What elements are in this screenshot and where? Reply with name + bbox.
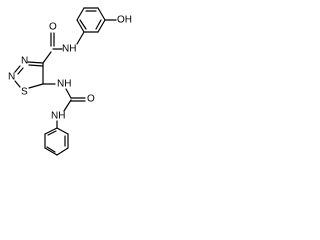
bond-urea-c-nh — [63, 99, 72, 112]
hydroxyl-label: OH — [117, 15, 132, 26]
amide-nh-label: NH — [62, 44, 76, 55]
bond — [76, 19, 85, 33]
bond — [44, 127, 58, 135]
bond — [76, 7, 85, 21]
urea-nh2-label: NH — [51, 111, 65, 122]
double-bond-inner — [79, 19, 87, 30]
phenyl-ring — [44, 127, 69, 156]
bond — [14, 65, 21, 73]
bond — [14, 80, 21, 88]
bond — [28, 83, 44, 89]
ring-n2-label: N — [8, 72, 15, 83]
ring-n3-label: N — [21, 56, 28, 67]
bond-nh-urea-c — [65, 88, 72, 99]
double-bond-inner — [95, 19, 102, 30]
bond — [28, 64, 44, 67]
bond-aryl-nh — [76, 31, 85, 45]
ring-s-label: S — [21, 87, 28, 98]
double-bond-inner — [46, 146, 56, 153]
phenol-ring — [76, 7, 106, 33]
carbonyl-o-label: O — [49, 22, 57, 33]
bond — [17, 67, 24, 75]
urea-o-label: O — [87, 94, 95, 105]
bond-carbonyl-ring — [42, 51, 52, 64]
urea-nh1-label: NH — [57, 79, 71, 90]
bond — [44, 147, 58, 156]
bond — [97, 19, 106, 33]
bond — [27, 61, 44, 64]
bond — [56, 127, 69, 135]
thiadiazole-ring — [14, 61, 44, 89]
double-bond-inner — [47, 130, 57, 136]
bond — [56, 147, 69, 156]
bond — [97, 7, 106, 21]
chemical-structure: OH NH O N N S NH O NH — [8, 7, 132, 156]
